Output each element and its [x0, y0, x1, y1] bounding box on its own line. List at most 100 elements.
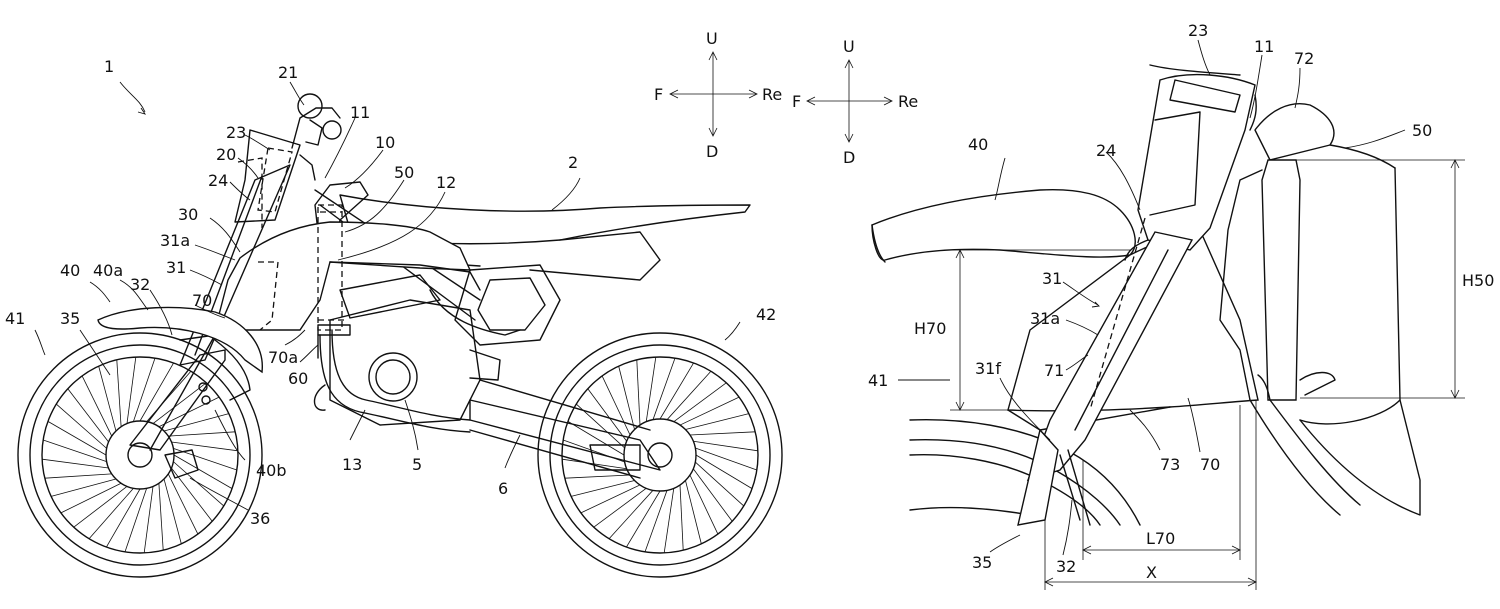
wheel-spoke — [43, 439, 107, 463]
wheel-spoke — [132, 358, 156, 422]
wheel-spoke — [42, 458, 109, 469]
wheel-spoke — [695, 447, 757, 471]
wheel-spoke — [601, 375, 631, 436]
wheel-spoke — [124, 488, 148, 552]
label-23: 23 — [226, 123, 246, 142]
wheel-spoke — [659, 362, 694, 420]
direction-compass-right: U D F Re — [792, 37, 918, 167]
wheel-spoke — [168, 431, 236, 437]
wheel-spoke — [60, 482, 122, 514]
left-leader-lines — [34, 81, 741, 511]
compass-front-label: F — [792, 92, 801, 111]
front-wheel — [17, 332, 263, 578]
detail-view — [871, 64, 1421, 526]
wheel-spoke — [163, 478, 182, 544]
wheel-spoke — [685, 480, 702, 544]
detail-label-31f: 31f — [975, 359, 1001, 378]
detail-label-31a: 31a — [1030, 309, 1060, 328]
detail-label-11: 11 — [1254, 37, 1274, 56]
detail-label-23: 23 — [1188, 21, 1208, 40]
wheel-spoke — [47, 421, 107, 456]
wheel-spoke — [695, 454, 753, 489]
handlebar — [291, 93, 342, 181]
compass-rear-label: Re — [762, 85, 782, 104]
wheel-spoke — [106, 488, 141, 548]
detail-label-50: 50 — [1412, 121, 1432, 140]
detail-label-73: 73 — [1160, 455, 1180, 474]
label-50: 50 — [394, 163, 414, 182]
wheel-spoke — [644, 490, 668, 552]
detail-label-71: 71 — [1044, 361, 1064, 380]
label-70: 70 — [192, 291, 212, 310]
wheel-spoke — [139, 362, 174, 422]
wheel-spoke — [571, 480, 635, 497]
detail-front-fender — [871, 188, 1136, 263]
label-32: 32 — [130, 275, 150, 294]
wheel-spoke — [67, 388, 109, 443]
label-20: 20 — [216, 145, 236, 164]
label-31: 31 — [166, 258, 186, 277]
label-11: 11 — [350, 103, 370, 122]
wheel-spoke — [116, 359, 122, 427]
compass-rear-label: Re — [898, 92, 918, 111]
compass-up-label: U — [843, 37, 855, 56]
label-1: 1 — [104, 57, 114, 76]
label-36: 36 — [250, 509, 270, 528]
wheel-spoke — [564, 474, 631, 479]
label-5: 5 — [412, 455, 422, 474]
detail-label-40: 40 — [968, 135, 988, 154]
label-12: 12 — [436, 173, 456, 192]
engine — [329, 274, 501, 426]
dimension-h70: H70 — [914, 319, 946, 338]
label-24: 24 — [208, 171, 228, 190]
label-13: 13 — [342, 455, 362, 474]
wheel-spoke — [567, 421, 625, 456]
wheel-spoke — [645, 357, 657, 422]
front-fender — [97, 306, 263, 401]
wheel-spoke — [44, 473, 112, 479]
wheel-spoke — [580, 484, 641, 514]
detail-label-32: 32 — [1056, 557, 1076, 576]
seat — [339, 194, 751, 281]
label-35: 35 — [60, 309, 80, 328]
wheel-spoke — [689, 431, 756, 436]
wheel-spoke — [679, 484, 684, 551]
label-40b: 40b — [256, 461, 287, 480]
detail-label-41: 41 — [868, 371, 888, 390]
compass-down-label: D — [843, 148, 855, 167]
wheel-spoke — [98, 366, 117, 432]
label-10: 10 — [375, 133, 395, 152]
detail-label-70: 70 — [1200, 455, 1220, 474]
wheel-spoke — [51, 478, 117, 497]
compass-front-label: F — [654, 85, 663, 104]
wheel-spoke — [152, 382, 207, 424]
dimension-h50: H50 — [1462, 271, 1494, 290]
wheel-spoke — [692, 468, 733, 522]
wheel-spoke — [618, 366, 635, 430]
wheel-spoke — [173, 454, 233, 489]
wheel-spoke — [695, 461, 745, 507]
wheel-spoke — [171, 441, 238, 452]
label-41: 41 — [5, 309, 25, 328]
wheel-spoke — [587, 388, 628, 442]
wheel-spoke — [143, 486, 154, 553]
label-40a: 40a — [93, 261, 123, 280]
direction-compass-left: U D F Re — [654, 29, 782, 161]
label-70a: 70a — [268, 348, 298, 367]
wheel-spoke — [666, 370, 712, 420]
wheel-spoke — [679, 396, 740, 426]
wheel-spoke — [663, 488, 675, 553]
wheel-spoke — [73, 486, 128, 528]
wheel-spoke — [56, 403, 107, 449]
number-plate-cover — [234, 129, 301, 223]
wheel-spoke — [626, 490, 661, 548]
radiator-shroud — [214, 221, 481, 331]
detail-tank — [1219, 103, 1421, 516]
label-31a: 31a — [160, 231, 190, 250]
dimension-x: X — [1146, 563, 1157, 582]
detail-label-72: 72 — [1294, 49, 1314, 68]
left-labels: 1 2 21 11 10 50 12 23 20 24 30 31a 31 40… — [5, 57, 776, 528]
label-2: 2 — [568, 153, 578, 172]
compass-down-label: D — [706, 142, 718, 161]
